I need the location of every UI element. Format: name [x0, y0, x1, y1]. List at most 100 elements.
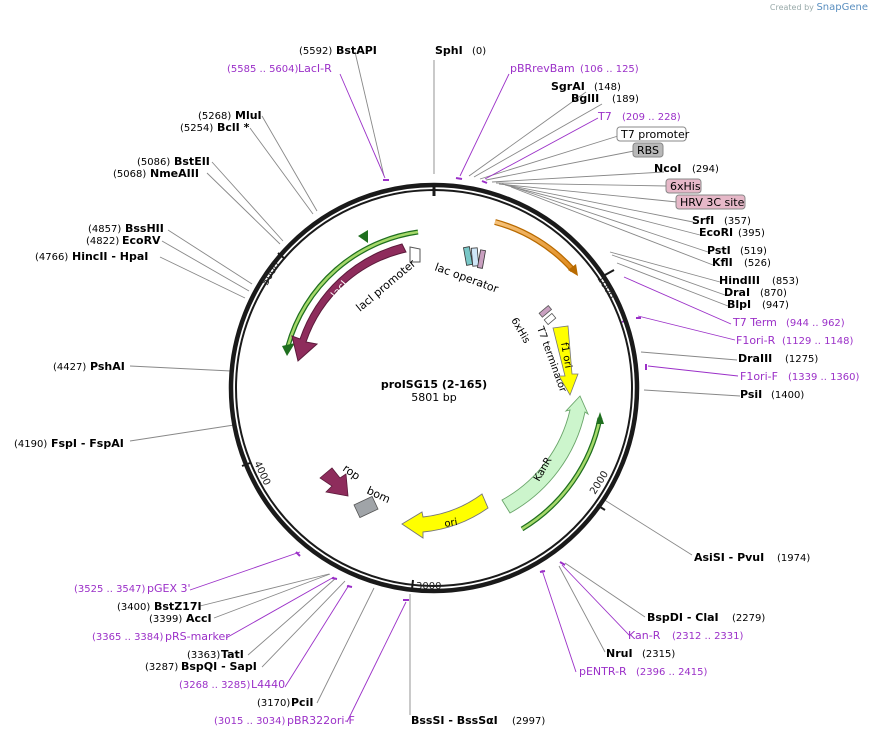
enzyme-name: MluI [235, 109, 262, 122]
enzyme-position: (4857) [88, 224, 121, 235]
primer-name: T7 [597, 110, 612, 123]
primer-name: pRS-marker [165, 630, 230, 643]
enzyme-position: (4190) [14, 439, 47, 450]
primer-name: pENTR-R [579, 665, 627, 678]
lacI-promoter-feature [409, 246, 421, 263]
hrv-3c-box [675, 194, 746, 210]
enzyme-position: (1275) [785, 354, 818, 365]
enzyme-position: (2997) [512, 716, 545, 727]
primer-name: Kan-R [628, 629, 661, 642]
primer-name: F1ori-R [736, 334, 776, 347]
his-tag-label: 6xHis [508, 316, 531, 346]
enzyme-position: (5068) [113, 169, 146, 180]
primer-range: (1129 .. 1148) [782, 336, 854, 347]
enzyme-name: SrfI [692, 214, 714, 227]
enzyme-name: HincII - HpaI [72, 250, 148, 263]
rbs-box-label: RBS [637, 144, 659, 157]
primer-range: (944 .. 962) [786, 318, 845, 329]
plasmid-name: proISG15 (2-165) [381, 378, 487, 391]
t7-promoter-feature [463, 246, 473, 266]
ori-label: ori [444, 517, 459, 530]
enzyme-position: (519) [740, 246, 767, 257]
lacI-orf-tail [358, 230, 368, 243]
brand-name: SnapGene [816, 2, 868, 13]
enzyme-position: (5254) [180, 123, 213, 134]
primer-range: (2396 .. 2415) [636, 667, 708, 678]
enzyme-position: (4822) [86, 236, 119, 247]
lac-operator-feature [470, 247, 480, 267]
primer-name: pGEX 3' [147, 582, 191, 595]
insert-arc [494, 220, 575, 272]
rbs-feature [477, 249, 486, 269]
primer-name: L4440 [251, 678, 285, 691]
kanr-orf-arc-inner [521, 417, 602, 531]
brand-prefix: Created by [769, 3, 814, 12]
enzyme-position: (5086) [137, 157, 170, 168]
enzyme-position: (4766) [35, 252, 68, 263]
enzyme-position: (3400) [117, 602, 150, 613]
enzyme-name: EcoRI [699, 226, 733, 239]
enzyme-name: PciI [291, 696, 313, 709]
kanr-feature [501, 395, 590, 514]
enzyme-name: AccI [186, 612, 212, 625]
enzyme-name: BclI * [217, 121, 250, 134]
label-lines [129, 51, 741, 715]
lacI-orf-arc-inner [286, 230, 419, 347]
enzyme-position: (0) [472, 46, 486, 57]
enzyme-name: BssHII [125, 222, 164, 235]
enzyme-name: NcoI [654, 162, 681, 175]
t7-promoter-box [616, 126, 687, 142]
primer-name: pBR322ori-F [287, 714, 355, 727]
primer-range: (3268 .. 3285) [179, 680, 251, 691]
his-tag-feature [538, 305, 553, 318]
enzyme-position: (870) [760, 288, 787, 299]
primer-name: pBRrevBam [510, 62, 575, 75]
enzyme-name: PstI [707, 244, 731, 257]
enzyme-name: BspDI - ClaI [647, 611, 719, 624]
primer-name: F1ori-F [740, 370, 778, 383]
rop-feature [319, 467, 349, 497]
enzyme-position: (395) [738, 228, 765, 239]
enzyme-position: (5268) [198, 111, 231, 122]
enzyme-position: (3170) [257, 698, 290, 709]
kanr-orf-arrowhead [596, 412, 604, 424]
enzyme-name: TatI [221, 648, 244, 661]
enzyme-labels: SphI (0) SgrAI (148) BglII (189) NcoI (2… [14, 44, 818, 727]
insert-arrowhead [568, 264, 578, 276]
enzyme-name: BglII [571, 92, 599, 105]
enzyme-position: (294) [692, 164, 719, 175]
enzyme-name: AsiSI - PvuI [694, 551, 764, 564]
f1-ori-label: f1 ori [558, 342, 573, 370]
enzyme-position: (4427) [53, 362, 86, 373]
enzyme-position: (357) [724, 216, 751, 227]
lacI-orf-arrowhead [282, 343, 295, 356]
primer-range: (209 .. 228) [622, 112, 681, 123]
enzyme-name: PshAI [90, 360, 125, 373]
his-tag-box [665, 178, 702, 194]
enzyme-name: BssSI - BssSαI [411, 714, 498, 727]
enzyme-name: NmeAIII [150, 167, 199, 180]
enzyme-name: NruI [606, 647, 633, 660]
brand-watermark: Created by SnapGene [770, 2, 868, 13]
position-ticks [241, 252, 615, 590]
enzyme-name: HindIII [719, 274, 760, 287]
enzyme-name: DraIII [738, 352, 772, 365]
enzyme-name: KflI [712, 256, 733, 269]
enzyme-position: (3399) [149, 614, 182, 625]
primer-range: (2312 .. 2331) [672, 631, 744, 642]
feature-arcs [282, 219, 604, 532]
primer-range: (3015 .. 3034) [214, 716, 286, 727]
enzyme-position: (148) [594, 82, 621, 93]
bom-feature [353, 495, 379, 519]
tick-label-3000: 3000 [416, 581, 441, 592]
primer-range: (1339 .. 1360) [788, 372, 860, 383]
enzyme-position: (1400) [771, 390, 804, 401]
enzyme-position: (5592) [299, 46, 332, 57]
enzyme-name: BlpI [727, 298, 751, 311]
f1-ori-feature [552, 325, 579, 396]
enzyme-name: BstZ17I [154, 600, 202, 613]
primer-range: (3365 .. 3384) [92, 632, 164, 643]
primer-lines [189, 73, 739, 723]
boxed-feature-labels: T7 promoter RBS 6xHis HRV 3C site [616, 126, 746, 210]
